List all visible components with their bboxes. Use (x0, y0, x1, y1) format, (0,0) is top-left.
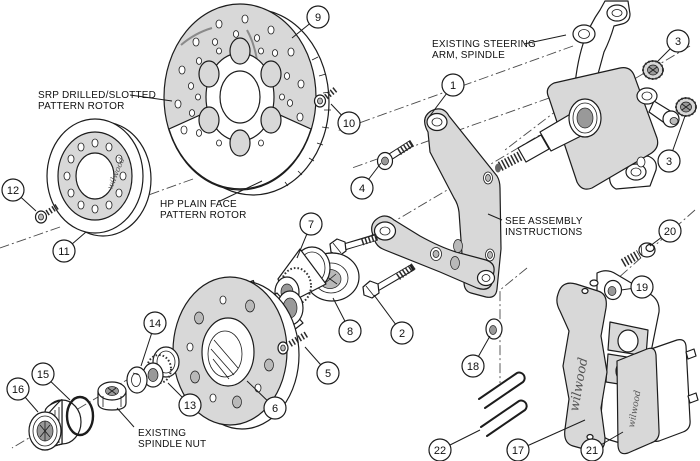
knuckle-mount-face (546, 67, 659, 190)
rotor-center-opening (195, 37, 285, 157)
label-assembly-note: SEE ASSEMBLY INSTRUCTIONS (505, 216, 583, 238)
steering-knuckle (495, 0, 697, 190)
spindle-nut-serrated-bottom (675, 97, 697, 117)
callout-14: 14 (143, 311, 167, 335)
svg-text:18: 18 (467, 361, 479, 373)
svg-text:13: 13 (184, 400, 196, 412)
svg-text:PATTERN ROTOR: PATTERN ROTOR (38, 101, 125, 112)
hub (172, 276, 304, 430)
label-steering-arm: EXISTING STEERING ARM, SPINDLE (432, 39, 536, 61)
spindle-nut-serrated-top (642, 60, 664, 80)
brake-rotor (163, 3, 331, 196)
svg-text:9: 9 (315, 12, 321, 24)
callout-3b: 3 (657, 149, 681, 173)
svg-text:EXISTING: EXISTING (138, 428, 186, 439)
svg-text:17: 17 (512, 445, 524, 457)
callout-8: 8 (338, 319, 362, 343)
svg-text:16: 16 (12, 384, 24, 396)
svg-text:4: 4 (359, 183, 365, 195)
caliper-bracket-upper (424, 108, 502, 298)
callout-7: 7 (299, 212, 323, 236)
callout-13: 13 (178, 393, 202, 417)
socket-head-bolt (376, 140, 415, 171)
svg-text:EXISTING STEERING: EXISTING STEERING (432, 39, 536, 50)
caliper-bracket-lower (371, 215, 496, 290)
callout-10: 10 (337, 111, 361, 135)
callout-3a: 3 (666, 29, 690, 53)
mount-washer (485, 318, 503, 340)
hat-screw (34, 203, 60, 224)
rotor-hat: wilwood (46, 118, 152, 237)
callout-2: 2 (390, 321, 414, 345)
hex-bolt-short (329, 233, 379, 257)
svg-text:8: 8 (347, 326, 353, 338)
svg-text:22: 22 (434, 445, 446, 457)
outer-bearing (142, 346, 180, 388)
svg-text:15: 15 (37, 369, 49, 381)
callout-11: 11 (52, 239, 76, 263)
svg-text:3: 3 (666, 156, 672, 168)
label-srp-rotor: SRP DRILLED/SLOTTED PATTERN ROTOR (38, 90, 156, 112)
pad-front (616, 347, 660, 455)
callout-12: 12 (1, 178, 25, 202)
svg-text:5: 5 (325, 368, 331, 380)
callout-16: 16 (6, 377, 30, 401)
callout-19: 19 (630, 275, 654, 299)
spindle-shaft (495, 98, 602, 173)
callout-20: 20 (658, 219, 682, 243)
caliper-bolt (620, 242, 656, 267)
svg-text:SRP DRILLED/SLOTTED: SRP DRILLED/SLOTTED (38, 90, 156, 101)
callout-4: 4 (350, 176, 374, 200)
pad-retainer-clips (478, 371, 528, 437)
rotor-rim-ticks (284, 56, 331, 187)
svg-text:20: 20 (664, 226, 676, 238)
brake-pads: wilwood (616, 339, 699, 455)
hex-bolt-long (362, 263, 416, 299)
svg-text:19: 19 (636, 282, 648, 294)
label-spindle-nut: EXISTING SPINDLE NUT (138, 428, 206, 450)
wheel-stud (277, 331, 309, 355)
svg-text:14: 14 (149, 318, 161, 330)
steering-arm (636, 87, 680, 128)
callout-18: 18 (461, 354, 485, 378)
rotor-drill-holes (174, 14, 305, 137)
callout-22: 22 (428, 438, 452, 461)
callout-5: 5 (316, 361, 340, 385)
callout-9: 9 (306, 5, 330, 29)
svg-text:10: 10 (343, 118, 355, 130)
svg-text:2: 2 (399, 328, 405, 340)
callout-17: 17 (506, 438, 530, 461)
rotor-screw (313, 86, 338, 108)
svg-text:6: 6 (272, 403, 278, 415)
svg-text:SPINDLE NUT: SPINDLE NUT (138, 439, 206, 450)
caliper-washer (603, 279, 623, 301)
svg-text:1: 1 (450, 80, 456, 92)
svg-text:12: 12 (7, 185, 19, 197)
label-hp-rotor: HP PLAIN FACE PATTERN ROTOR (160, 199, 247, 221)
svg-text:11: 11 (58, 246, 69, 258)
svg-text:PATTERN ROTOR: PATTERN ROTOR (160, 210, 247, 221)
svg-text:ARM, SPINDLE: ARM, SPINDLE (432, 50, 505, 61)
callout-6: 6 (263, 396, 287, 420)
svg-text:HP PLAIN FACE: HP PLAIN FACE (160, 199, 237, 210)
o-ring (65, 395, 95, 437)
svg-text:7: 7 (308, 219, 314, 231)
svg-text:21: 21 (586, 445, 598, 457)
callout-1: 1 (441, 73, 465, 97)
svg-text:3: 3 (675, 36, 681, 48)
svg-text:INSTRUCTIONS: INSTRUCTIONS (505, 227, 583, 238)
callout-15: 15 (31, 362, 55, 386)
spindle-nut-part (97, 381, 127, 411)
callout-21: 21 (580, 438, 604, 461)
svg-text:SEE ASSEMBLY: SEE ASSEMBLY (505, 216, 583, 227)
spindle-washer (126, 366, 148, 394)
dust-cap (28, 399, 82, 451)
